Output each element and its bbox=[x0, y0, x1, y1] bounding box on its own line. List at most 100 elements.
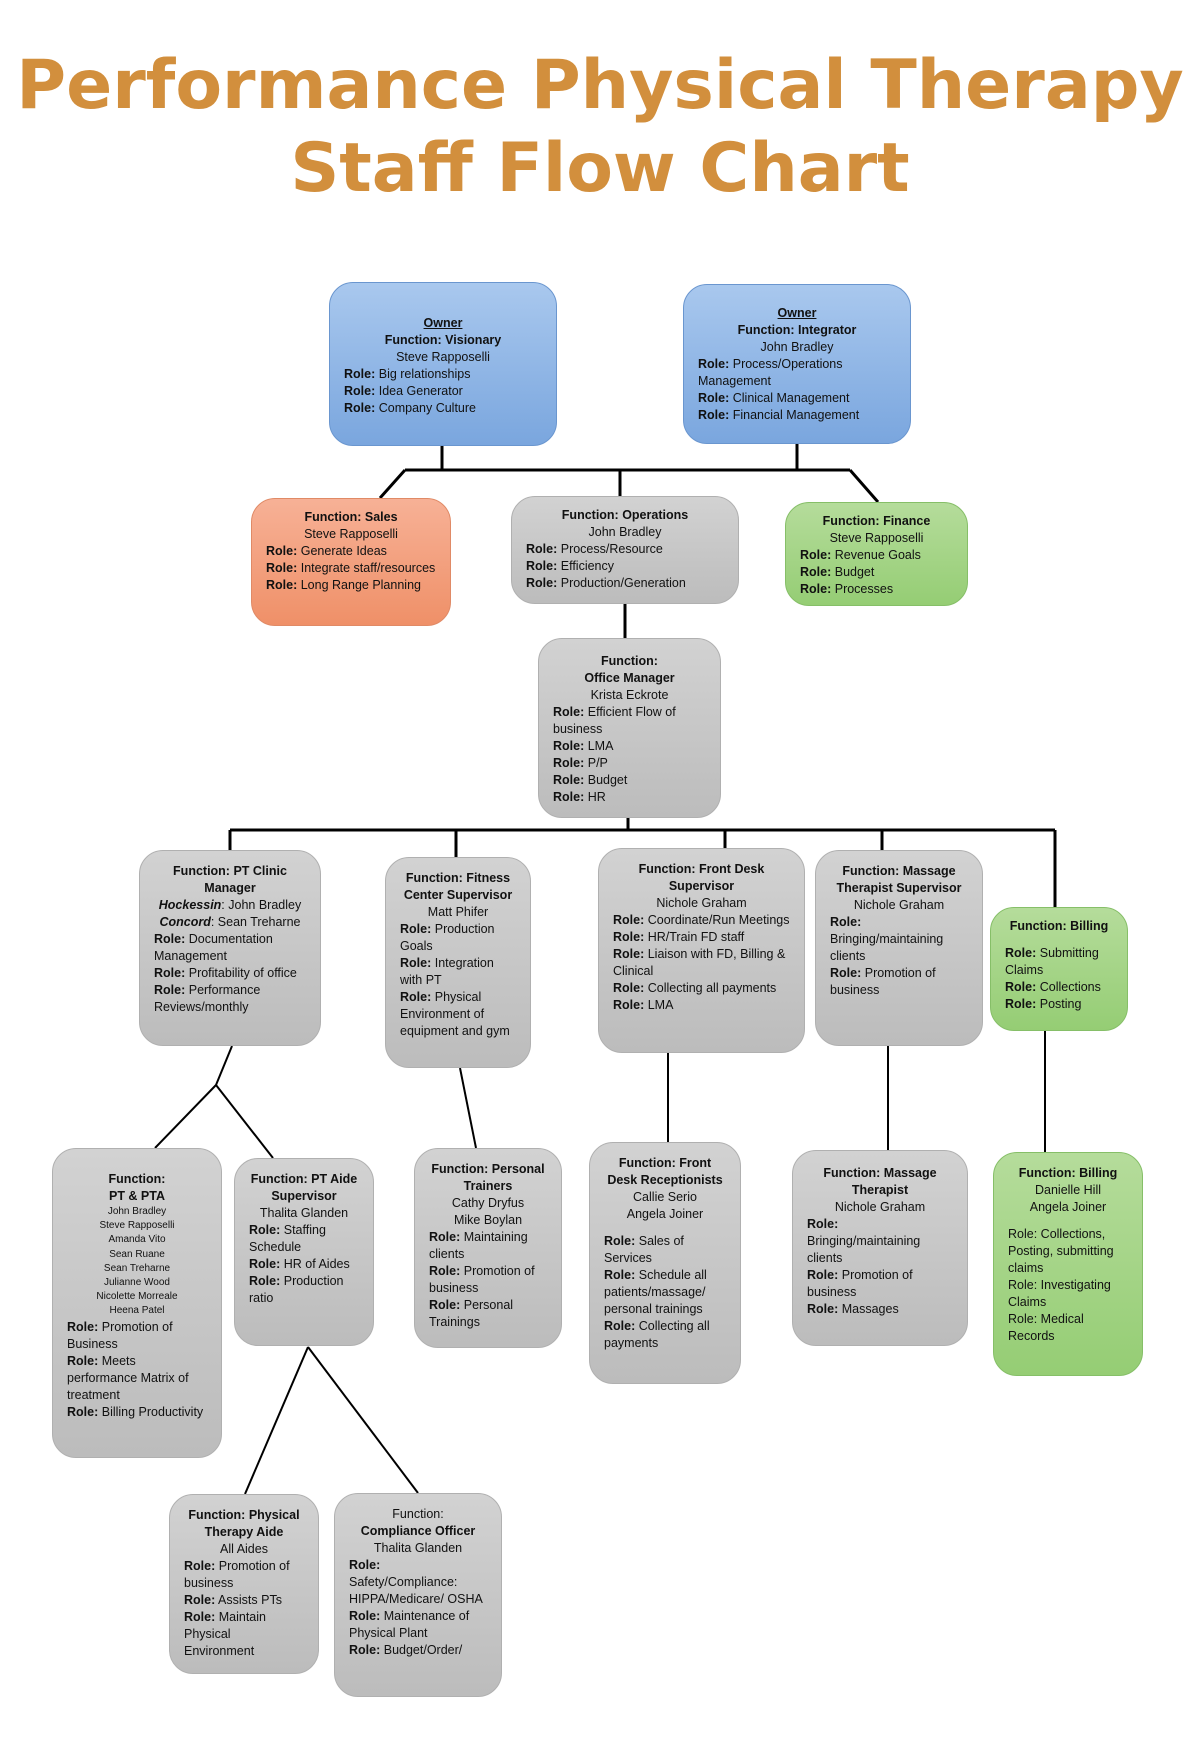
role-text: Integrate staff/resources bbox=[300, 561, 436, 575]
role-text: Billing Productivity bbox=[101, 1404, 204, 1419]
role-label: Role: bbox=[800, 548, 832, 562]
massage-therapist-box: Function: Massage Therapist Nichole Grah… bbox=[792, 1150, 968, 1346]
node-person: Sean Ruane bbox=[109, 1248, 165, 1260]
node-function: Function: PT Aide Supervisor bbox=[250, 1172, 358, 1203]
role-label: Role: bbox=[349, 1609, 381, 1623]
node-role: Role: Performance Reviews/monthly bbox=[154, 982, 306, 1016]
node-role: Role: Collecting all payments bbox=[604, 1318, 726, 1352]
role-label: Role: bbox=[553, 705, 585, 719]
node-function: Function: PT Clinic Manager bbox=[173, 864, 287, 895]
node-role: Role: Safety/Compliance: HIPPA/Medicare/… bbox=[349, 1557, 487, 1608]
sales-box: Function: Sales Steve Rapposelli Role: G… bbox=[251, 498, 451, 626]
role-label: Role: bbox=[266, 561, 298, 575]
role-text: Coordinate/Run Meetings bbox=[647, 913, 790, 927]
node-role: Role: Generate Ideas bbox=[266, 543, 436, 560]
role-label: Role: bbox=[1005, 997, 1037, 1011]
node-role: Role: Personal Trainings bbox=[429, 1297, 547, 1331]
role-label: Role: bbox=[553, 739, 585, 753]
node-function: Function: Sales bbox=[304, 510, 398, 524]
role-text: Medical Records bbox=[1008, 1312, 1084, 1343]
node-function: Function: Massage Therapist bbox=[823, 1166, 937, 1197]
node-person: John Bradley bbox=[588, 525, 662, 539]
role-label: Role: bbox=[1008, 1312, 1038, 1326]
pt-pta-box: Function: PT & PTA John Bradley Steve Ra… bbox=[52, 1148, 222, 1458]
node-role: Role: HR/Train FD staff bbox=[613, 929, 790, 946]
role-label: Role: bbox=[613, 913, 645, 927]
front-desk-receptionists-box: Function: Front Desk Receptionists Calli… bbox=[589, 1142, 741, 1384]
pt-clinic-manager-box: Function: PT Clinic Manager Hockessin: J… bbox=[139, 850, 321, 1046]
connector-line bbox=[378, 469, 407, 499]
node-role: Role: Long Range Planning bbox=[266, 577, 436, 594]
connector-line bbox=[244, 1346, 309, 1495]
role-label: Role: bbox=[698, 408, 730, 422]
node-person: Angela Joiner bbox=[626, 1207, 704, 1221]
role-text: Meets performance Matrix of treatment bbox=[67, 1353, 189, 1402]
node-role: Role: Assists PTs bbox=[184, 1592, 304, 1609]
node-role: Role: Collections, Posting, submitting c… bbox=[1008, 1226, 1128, 1277]
role-text: Production ratio bbox=[249, 1274, 344, 1305]
role-label: Role: bbox=[344, 384, 376, 398]
role-label: Role: bbox=[526, 542, 558, 556]
node-function-label: Function: bbox=[392, 1507, 444, 1521]
node-person: Nichole Graham bbox=[834, 1200, 926, 1214]
node-location-person: Concord: Sean Treharne bbox=[154, 914, 306, 931]
node-function: Function: Billing bbox=[1009, 919, 1109, 933]
role-text: HR/Train FD staff bbox=[647, 930, 745, 944]
role-label: Role: bbox=[800, 565, 832, 579]
role-text: Physical Environment of equipment and gy… bbox=[400, 990, 510, 1038]
node-role: Role: Efficiency bbox=[526, 558, 724, 575]
role-label: Role: bbox=[807, 1302, 839, 1316]
node-person: Mike Boylan bbox=[453, 1213, 523, 1227]
operations-box: Function: Operations John Bradley Role: … bbox=[511, 496, 739, 604]
node-role: Role: Maintain Physical Environment bbox=[184, 1609, 304, 1660]
role-label: Role: bbox=[154, 932, 186, 946]
node-role: Role: Idea Generator bbox=[344, 383, 542, 400]
role-text: Idea Generator bbox=[378, 384, 463, 398]
massage-supervisor-box: Function: Massage Therapist Supervisor N… bbox=[815, 850, 983, 1046]
role-label: Role: bbox=[154, 966, 186, 980]
role-label: Role: bbox=[67, 1319, 99, 1334]
role-label: Role: bbox=[807, 1217, 839, 1231]
role-text: Maintenance of Physical Plant bbox=[349, 1609, 470, 1640]
node-role: Role: Liaison with FD, Billing & Clinica… bbox=[613, 946, 790, 980]
node-person: Angela Joiner bbox=[1029, 1200, 1107, 1214]
node-role: Role: Integration with PT bbox=[400, 955, 516, 989]
role-label: Role: bbox=[266, 578, 298, 592]
node-person: John Bradley bbox=[760, 340, 834, 354]
node-role: Role: Budget/Order/ bbox=[349, 1642, 487, 1659]
node-function: Office Manager bbox=[584, 671, 675, 685]
node-role: Role: Medical Records bbox=[1008, 1311, 1128, 1345]
role-label: Role: bbox=[429, 1230, 461, 1244]
role-text: Schedule all patients/massage/ personal … bbox=[604, 1268, 707, 1316]
node-location-person: Hockessin: John Bradley bbox=[154, 897, 306, 914]
role-text: Assists PTs bbox=[218, 1593, 282, 1607]
node-person: Nicolette Morreale bbox=[96, 1291, 178, 1303]
connector-line bbox=[459, 1067, 477, 1149]
node-role: Role: Budget bbox=[553, 772, 706, 789]
front-desk-supervisor-box: Function: Front Desk Supervisor Nichole … bbox=[598, 848, 805, 1053]
node-role: Role: Staffing Schedule bbox=[249, 1222, 359, 1256]
role-label: Role: bbox=[553, 790, 585, 804]
node-role: Role: Investigating Claims bbox=[1008, 1277, 1128, 1311]
role-label: Role: bbox=[184, 1559, 216, 1573]
node-person: Nichole Graham bbox=[853, 898, 945, 912]
role-text: HR bbox=[587, 790, 606, 804]
personal-trainers-box: Function: Personal Trainers Cathy Dryfus… bbox=[414, 1148, 562, 1348]
role-text: Sales of Services bbox=[604, 1234, 684, 1265]
node-role: Role: HR bbox=[553, 789, 706, 806]
node-person: : Sean Treharne bbox=[210, 915, 301, 929]
node-person: Callie Serio bbox=[633, 1190, 697, 1204]
node-role: Role: Coordinate/Run Meetings bbox=[613, 912, 790, 929]
role-text: Promotion of business bbox=[830, 966, 936, 997]
role-label: Role: bbox=[1008, 1227, 1038, 1241]
role-label: Role: bbox=[800, 582, 832, 596]
role-label: Role: bbox=[344, 401, 376, 415]
role-text: Liaison with FD, Billing & Clinical bbox=[613, 947, 786, 978]
role-text: Long Range Planning bbox=[300, 578, 421, 592]
role-label: Role: bbox=[400, 922, 432, 936]
role-text: Personal Trainings bbox=[429, 1298, 514, 1329]
node-person: Sean Treharne bbox=[103, 1262, 171, 1274]
node-person: Heena Patel bbox=[109, 1305, 165, 1317]
node-function: Function: Finance bbox=[822, 514, 931, 528]
